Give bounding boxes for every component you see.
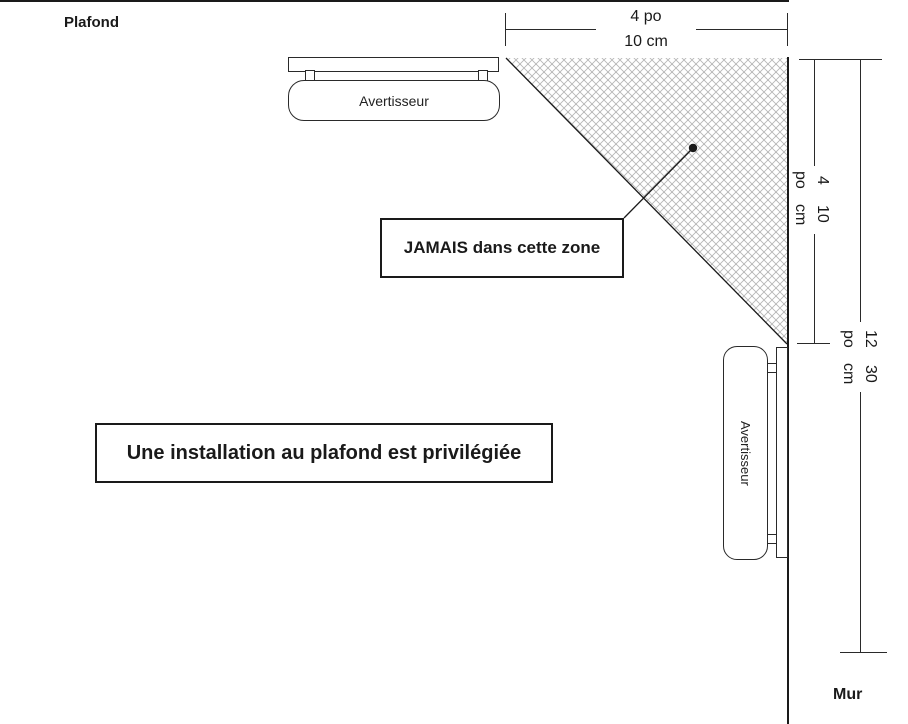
wall-dimensions-top-tick	[799, 59, 882, 60]
wall-outer-dimension-metric: 30 cm	[840, 363, 879, 385]
ceiling-line	[0, 0, 789, 2]
wall-inner-dimension-metric: 10 cm	[792, 203, 831, 225]
ceiling-detector-body: Avertisseur	[288, 80, 500, 121]
forbidden-zone-callout-text: JAMAIS dans cette zone	[403, 238, 601, 257]
caption-box: Une installation au plafond est privilég…	[95, 423, 553, 483]
top-dimension-tick-left	[505, 13, 506, 46]
top-dimension-imperial: 4 po	[630, 8, 662, 25]
wall-detector-mounting-plate	[776, 347, 788, 558]
top-dimension-label: 4 po 10 cm	[596, 4, 696, 54]
wall-detector-label: Avertisseur	[738, 420, 753, 486]
ceiling-label: Plafond	[64, 14, 119, 31]
callout-leader-line	[623, 147, 694, 219]
wall-label: Mur	[833, 686, 863, 703]
wall-inner-dimension-imperial: 4 po	[792, 171, 831, 190]
wall-outer-dimension-bottom-tick	[840, 652, 887, 653]
ceiling-detector-label: Avertisseur	[359, 92, 429, 109]
wall-inner-dimension-label: 4 po 10 cm	[789, 166, 833, 234]
wall-outer-dimension-imperial: 12 po	[840, 329, 879, 348]
ceiling-detector-mounting-plate	[288, 57, 499, 72]
triangle-hypotenuse	[505, 57, 788, 345]
caption-text: Une installation au plafond est privilég…	[126, 441, 522, 464]
forbidden-zone-callout: JAMAIS dans cette zone	[380, 218, 624, 278]
zone-anchor-dot	[688, 143, 698, 153]
top-dimension-metric: 10 cm	[624, 33, 668, 50]
wall-detector-body: Avertisseur	[723, 346, 768, 560]
wall-line	[787, 57, 789, 724]
top-dimension-tick-right	[787, 13, 788, 46]
wall-outer-dimension-label: 12 po 30 cm	[835, 322, 883, 392]
wall-inner-dimension-bottom-tick	[797, 343, 830, 344]
